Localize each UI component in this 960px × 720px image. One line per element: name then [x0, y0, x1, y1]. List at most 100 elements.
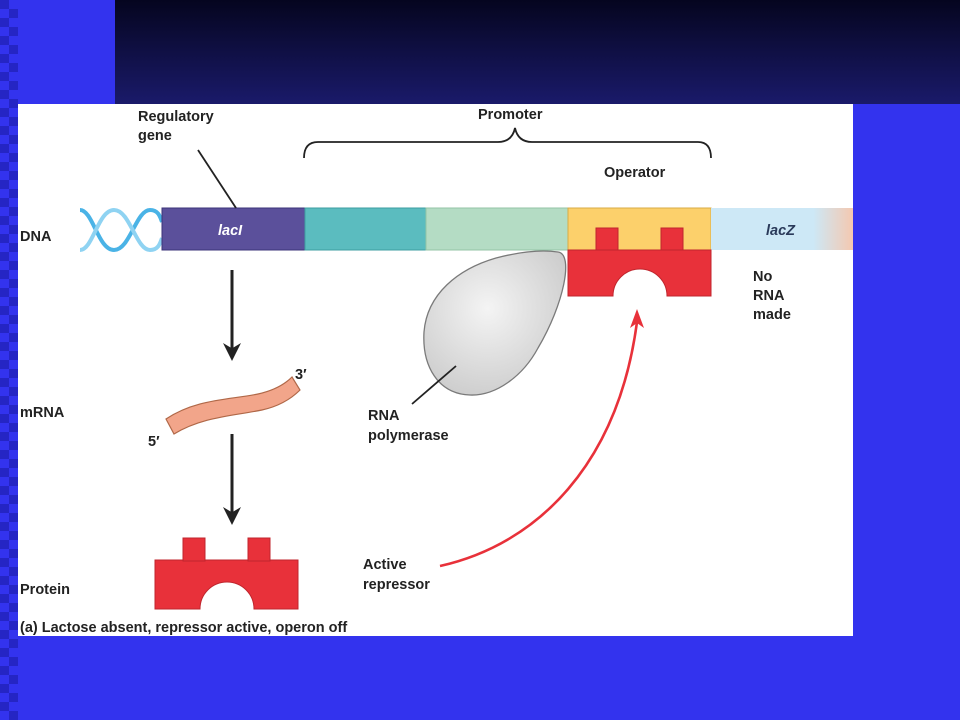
lacZ-label: lacZ: [766, 223, 796, 239]
checker-square: [0, 54, 9, 63]
checker-square: [9, 45, 18, 54]
checker-square: [0, 90, 9, 99]
checker-square: [9, 657, 18, 666]
rna-polymerase-label-line1: RNA: [368, 408, 400, 424]
operator-segment: [567, 207, 712, 251]
protein-label: Protein: [20, 582, 70, 598]
checker-square: [0, 216, 9, 225]
repressor-prong-left: [182, 537, 206, 562]
no-rna-label-line2: RNA: [753, 288, 785, 304]
checker-square: [9, 405, 18, 414]
lac-operon-figure: lacI lacZ DNA Regulatory gene Promoter O…: [18, 104, 853, 636]
checker-square: [9, 531, 18, 540]
three-prime-label: 3′: [295, 367, 307, 383]
checker-square: [9, 117, 18, 126]
checker-square: [0, 378, 9, 387]
checker-square: [9, 333, 18, 342]
checker-square: [9, 513, 18, 522]
checker-square: [0, 576, 9, 585]
checker-square: [9, 369, 18, 378]
checker-square: [0, 558, 9, 567]
checker-square: [0, 162, 9, 171]
regulatory-gene-label-line2: gene: [138, 128, 172, 144]
checker-square: [0, 108, 9, 117]
promoter-segment-2: [425, 207, 569, 251]
figure-caption: (a) Lactose absent, repressor active, op…: [20, 620, 347, 636]
checker-square: [9, 135, 18, 144]
bound-repressor-prong-right: [660, 227, 684, 251]
checker-square: [0, 342, 9, 351]
checker-square: [9, 639, 18, 648]
checker-square: [0, 198, 9, 207]
checker-square: [0, 36, 9, 45]
regulatory-gene-label-line1: Regulatory: [138, 109, 214, 125]
dna-label: DNA: [20, 229, 52, 245]
checker-square: [9, 387, 18, 396]
checker-square: [0, 522, 9, 531]
rna-polymerase-shape: [423, 250, 567, 396]
slide-header-band: [115, 0, 960, 104]
checker-square: [0, 234, 9, 243]
checker-square: [9, 81, 18, 90]
checker-square: [9, 477, 18, 486]
dna-helix-icon: [79, 207, 164, 253]
checker-square: [9, 495, 18, 504]
checker-square: [0, 504, 9, 513]
no-rna-label-line1: No: [753, 269, 772, 285]
checker-square: [0, 540, 9, 549]
checker-square: [0, 684, 9, 693]
checker-square: [0, 360, 9, 369]
checker-square: [9, 189, 18, 198]
checker-square: [0, 180, 9, 189]
active-repressor-label-line2: repressor: [363, 577, 430, 593]
promoter-segment-1: [304, 207, 427, 251]
checker-square: [9, 171, 18, 180]
checker-square: [9, 423, 18, 432]
checker-square: [0, 288, 9, 297]
bound-repressor-shape: [567, 249, 712, 297]
checker-square: [9, 585, 18, 594]
checker-square: [9, 279, 18, 288]
checker-square: [9, 207, 18, 216]
mrna-label: mRNA: [20, 405, 65, 421]
checker-square: [0, 414, 9, 423]
active-repressor-label-line1: Active: [363, 557, 407, 573]
checker-square: [0, 702, 9, 711]
repressor-protein-shape: [154, 559, 299, 610]
checker-square: [9, 567, 18, 576]
promoter-label: Promoter: [478, 107, 543, 123]
lacI-segment: [161, 207, 306, 251]
rna-polymerase-label-line2: polymerase: [368, 428, 449, 444]
repressor-prong-right: [247, 537, 271, 562]
lacI-label: lacI: [218, 223, 243, 239]
checker-square: [0, 648, 9, 657]
checker-square: [0, 126, 9, 135]
checker-square: [0, 486, 9, 495]
checker-square: [0, 666, 9, 675]
bound-repressor-prong-left: [595, 227, 619, 251]
operator-label: Operator: [604, 165, 666, 181]
checker-square: [9, 63, 18, 72]
checker-square: [9, 351, 18, 360]
checker-square: [9, 243, 18, 252]
five-prime-label: 5′: [148, 434, 160, 450]
checker-square: [0, 432, 9, 441]
checker-square: [9, 603, 18, 612]
checker-square: [0, 252, 9, 261]
checker-square: [0, 594, 9, 603]
checker-square: [0, 306, 9, 315]
checker-square: [0, 468, 9, 477]
checker-square: [9, 9, 18, 18]
regulatory-gene-pointer: [197, 149, 237, 209]
mrna-strand-shape: [165, 376, 301, 435]
checker-square: [9, 153, 18, 162]
checker-square: [0, 396, 9, 405]
checker-square: [0, 0, 9, 9]
repressor-binding-arrow: [439, 321, 639, 568]
checker-square: [9, 675, 18, 684]
checker-square: [9, 297, 18, 306]
checker-square: [0, 144, 9, 153]
checker-square: [0, 450, 9, 459]
checker-square: [9, 315, 18, 324]
checker-square: [9, 99, 18, 108]
